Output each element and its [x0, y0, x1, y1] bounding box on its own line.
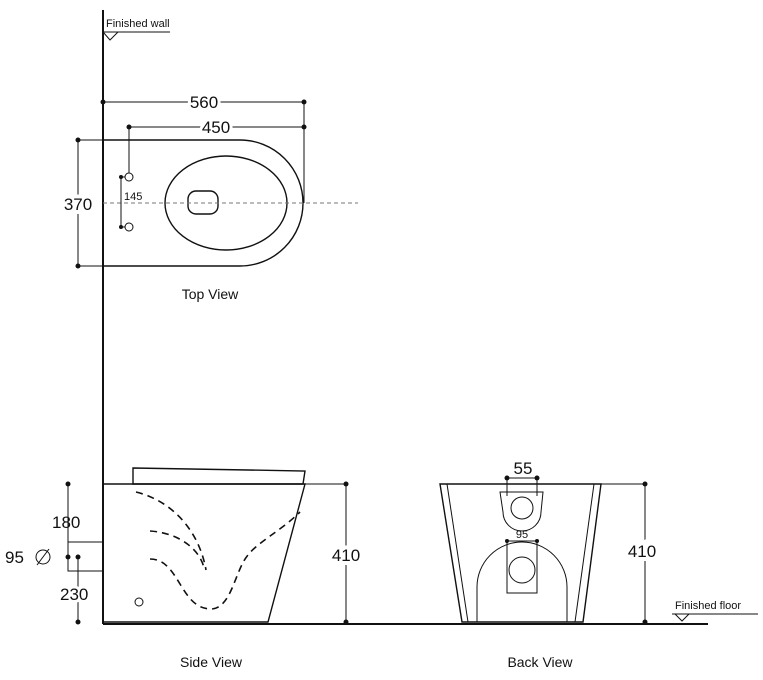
floor-level-marker-icon [673, 613, 691, 622]
pipe-stub [67, 541, 104, 572]
back-outlet-opening [508, 556, 536, 584]
back-outlet-arch [476, 541, 568, 622]
fixing-hole-bottom [124, 222, 134, 232]
dim-370-label: 370 [64, 195, 92, 214]
back-inlet-opening [510, 496, 534, 520]
trap-lower-dashed [149, 511, 301, 610]
diameter-icon [35, 549, 51, 565]
back-dim-95-label: 95 [516, 529, 528, 541]
finished-wall-reference: Finished wall [101, 10, 170, 624]
back-inlet-saddle [499, 491, 544, 532]
back-dim-55-label: 55 [514, 459, 533, 478]
back-outlet-box [506, 540, 538, 594]
finished-wall-label: Finished wall [106, 18, 170, 30]
dim-560-label: 560 [190, 93, 218, 112]
side-view-title: Side View [180, 654, 243, 670]
dim-145-label: 145 [124, 191, 142, 203]
fixing-hole-top [124, 172, 134, 182]
back-view: 55 95 410 Back View [439, 459, 660, 670]
trap-mid-dashed [149, 530, 205, 569]
side-dim-410-label: 410 [332, 546, 360, 565]
side-dim-180-label: 180 [52, 513, 80, 532]
trap-upper-dashed [135, 491, 207, 571]
top-view-title: Top View [182, 286, 239, 302]
back-view-title: Back View [507, 654, 573, 670]
finished-floor-reference: Finished floor [103, 600, 758, 625]
side-dim-230-label: 230 [60, 585, 88, 604]
side-body-outline [103, 483, 306, 623]
side-seat [132, 467, 306, 485]
side-dim-95-label: 95 [5, 548, 24, 567]
back-body-outline [439, 483, 602, 623]
dim-450-label: 450 [202, 118, 230, 137]
side-view: 410 180 230 95 Side View [5, 467, 364, 670]
back-dim-410-label: 410 [628, 542, 656, 561]
top-view: 560 450 370 145 Top View [60, 90, 358, 302]
finished-floor-label: Finished floor [675, 600, 741, 612]
side-fixing-hole [134, 597, 144, 607]
wall-level-marker-icon [101, 31, 120, 41]
